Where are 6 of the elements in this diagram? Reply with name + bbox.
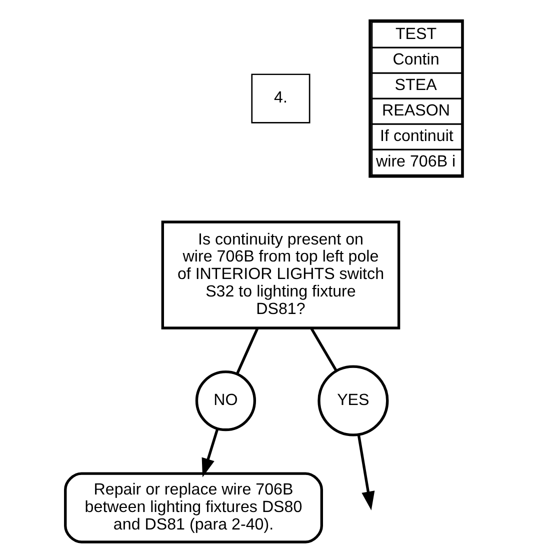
label: REASON bbox=[382, 101, 450, 120]
label: If continuit bbox=[380, 126, 454, 145]
label: STEA bbox=[394, 76, 437, 94]
label: TEST bbox=[395, 24, 437, 43]
label: Contin bbox=[392, 50, 440, 68]
label: wire 706B i bbox=[376, 152, 456, 170]
